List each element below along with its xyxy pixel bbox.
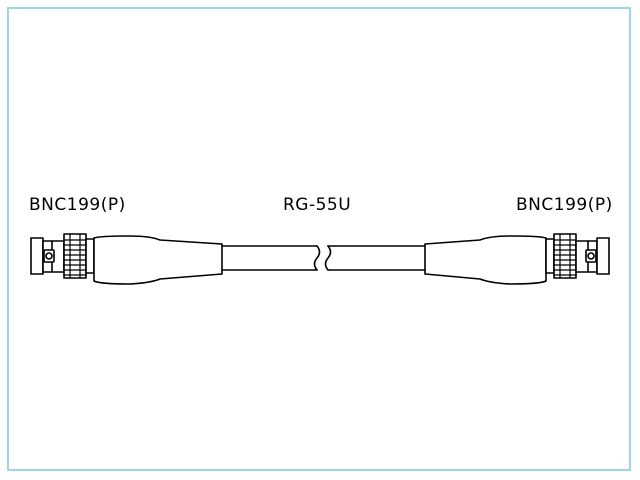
left-connector-label: BNC199(P) — [29, 195, 126, 215]
right-bnc-connector — [424, 233, 610, 285]
left-knurl-lines — [63, 233, 87, 279]
right-knurl-lines — [553, 233, 577, 279]
cable-body — [221, 245, 426, 271]
right-connector-label: BNC199(P) — [516, 195, 613, 215]
cable-type-label: RG-55U — [283, 195, 352, 215]
left-bnc-connector — [30, 233, 223, 285]
